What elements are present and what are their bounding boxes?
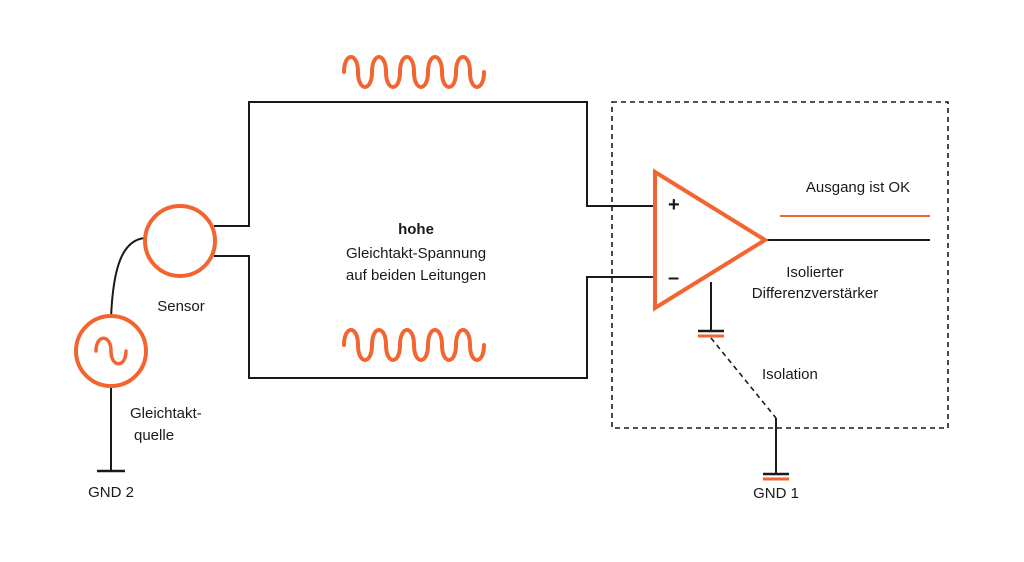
gnd2-label: GND 2 [88, 484, 134, 501]
sensor-label: Sensor [157, 298, 205, 315]
isolation-link [710, 337, 777, 419]
wire-bottom [214, 255, 655, 379]
op-amp-icon [653, 168, 769, 312]
isolation-label: Isolation [762, 366, 818, 383]
voltage-label-line2: auf beiden Leitungen [346, 267, 486, 284]
sensor-circle [143, 204, 217, 278]
voltage-label-bold: hohe [398, 221, 434, 238]
amp-label-line1: Isolierter [786, 264, 844, 281]
wire-sensor-source [110, 237, 146, 319]
ac-source-icon [74, 314, 148, 388]
isolation-boundary [611, 101, 949, 429]
sine-wave-bottom-icon [342, 328, 486, 362]
amp-label-line2: Differenzverstärker [752, 285, 878, 302]
gnd1-label: GND 1 [753, 485, 799, 502]
source-label-line1: Gleichtakt- [130, 405, 202, 422]
wire-top [214, 101, 655, 227]
sine-wave-top-icon [342, 55, 486, 89]
plus-sign: + [668, 194, 680, 216]
source-label-line2: quelle [134, 427, 174, 444]
minus-sign: – [668, 267, 679, 289]
output-label: Ausgang ist OK [806, 179, 910, 196]
voltage-label-line1: Gleichtakt-Spannung [346, 245, 486, 262]
